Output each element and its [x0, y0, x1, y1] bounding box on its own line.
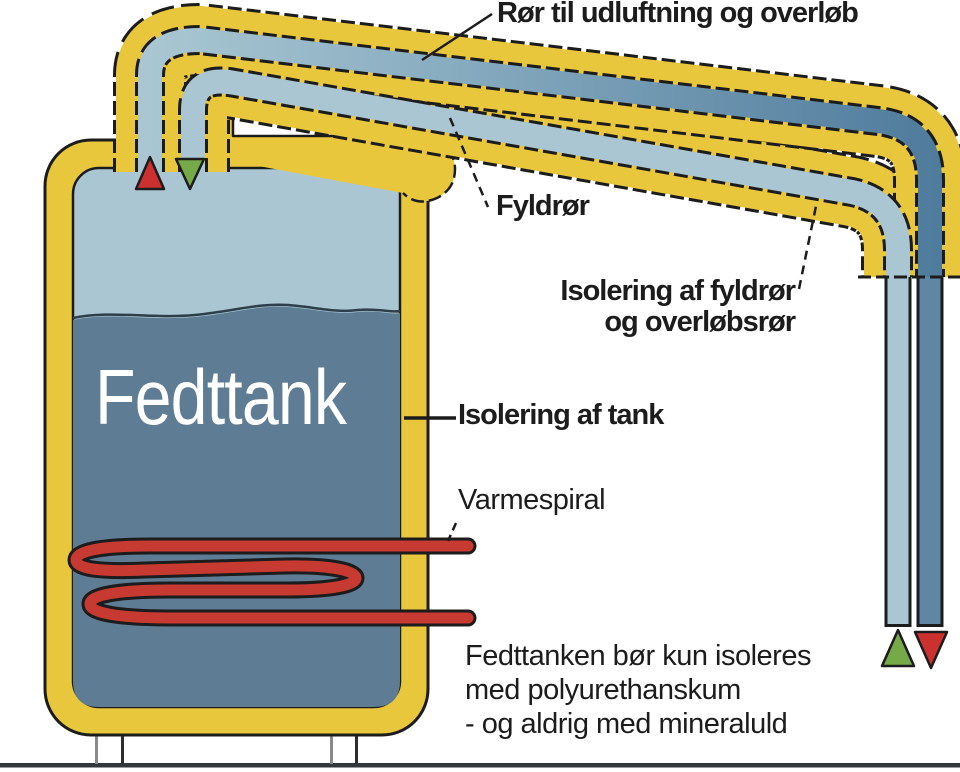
fill-pipe — [178, 66, 913, 277]
insulation-note: Fedttanken bør kun isoleres med polyuret… — [465, 640, 811, 742]
ground-base-line — [0, 763, 960, 768]
vent-outlet-marker-red — [913, 630, 949, 670]
tank-title: Fedttank — [95, 353, 347, 441]
heating-coil-pointer-line — [446, 522, 458, 542]
vent-up-marker-red — [134, 155, 166, 191]
pipe-insulation-label-line1: Isolering af fyldrør — [560, 275, 796, 307]
fill-pipe-pointer-line — [448, 117, 490, 208]
vent-pipe-pointer-line — [421, 12, 493, 62]
heating-coil — [67, 537, 477, 627]
heating-coil-label: Varmespiral — [458, 484, 606, 516]
fill-inlet-marker-green — [880, 628, 916, 668]
fill-pipe-label: Fyldrør — [496, 190, 590, 222]
fat-level-wave-line — [72, 303, 401, 320]
insulation-note-line3: - og aldrig med mineraluld — [465, 707, 788, 740]
tank-insulation-label: Isolering af tank — [458, 399, 664, 431]
fat-content — [73, 306, 400, 707]
vent-pipe — [135, 24, 945, 277]
fill-down-marker-green — [174, 157, 206, 191]
insulation-note-line1: Fedttanken bør kun isoleres — [465, 640, 811, 672]
vent-pipe-label: Rør til udluftning og overløb — [497, 0, 859, 29]
bare-pipes — [884, 276, 944, 627]
pipe-insulation-label-line2: og overløbsrør — [604, 306, 796, 339]
insulation-note-line2: med polyurethanskum — [465, 673, 741, 706]
pipe-insulation-label: Isolering af fyldrør og overløbsrør — [560, 275, 796, 339]
